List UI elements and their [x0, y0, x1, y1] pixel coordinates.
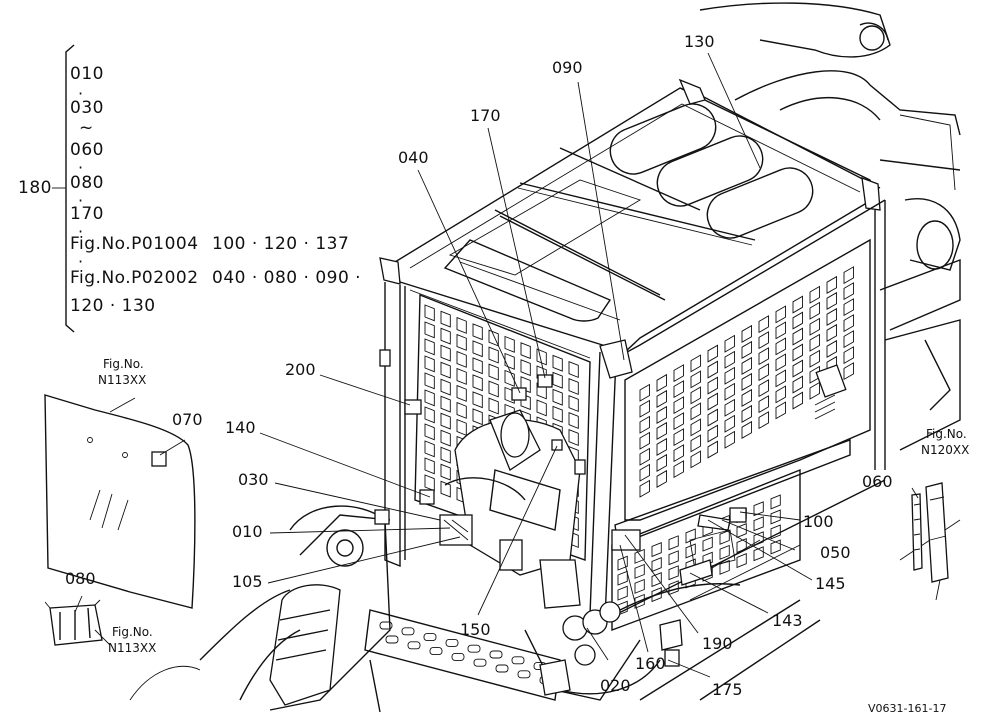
callout-070: 070	[172, 410, 203, 429]
fig-ref-right-label: Fig.No.	[926, 427, 967, 441]
side-mesh-screen	[611, 238, 871, 632]
fig-ref-right-number: N120XX	[921, 443, 970, 457]
callout-190: 190	[702, 634, 733, 653]
callout-020: 020	[600, 676, 631, 695]
callout-145: 145	[815, 574, 846, 593]
callout-010: 010	[232, 522, 263, 541]
callout-130: 130	[684, 32, 715, 51]
legend-separator: ·	[78, 191, 84, 210]
callout-090: 090	[552, 58, 583, 77]
fig-ref-glass-number: N113XX	[98, 373, 147, 387]
fig-ref-bracket-number: N113XX	[108, 641, 157, 655]
cab-frame	[384, 199, 886, 621]
callout-105: 105	[232, 572, 263, 591]
callout-040: 040	[398, 148, 429, 167]
callout-060: 060	[862, 472, 893, 491]
legend-item-080: 080	[70, 173, 104, 193]
boom-arm	[699, 2, 961, 451]
part-060	[911, 482, 949, 601]
legend-item-030: 030	[70, 98, 104, 118]
legend-group-label: 180	[18, 178, 52, 198]
legend-range-tilde: ~	[79, 118, 94, 138]
chassis	[129, 505, 961, 713]
callout-030: 030	[238, 470, 269, 489]
operator-seat	[444, 409, 581, 609]
cab-roof	[379, 78, 881, 353]
callout-100: 100	[803, 512, 834, 531]
callout-143: 143	[772, 611, 803, 630]
fig-ref-glass-label: Fig.No.	[103, 357, 144, 371]
legend-separator: ·	[78, 222, 84, 241]
callout-200: 200	[285, 360, 316, 379]
callout-160: 160	[635, 654, 666, 673]
legend-ref2-fig: Fig.No.P02002	[70, 268, 199, 288]
legend-separator: ·	[78, 158, 84, 177]
callout-150: 150	[460, 620, 491, 639]
drawing-code: V0631-161-17	[868, 702, 947, 715]
legend-bracket	[52, 44, 75, 333]
legend-item-010: 010	[70, 64, 104, 84]
legend-ref1-parts: 100 · 120 · 137	[212, 234, 350, 254]
callout-080: 080	[65, 569, 96, 588]
legend-ref2-parts-cont: 120 · 130	[70, 296, 156, 316]
callout-140: 140	[225, 418, 256, 437]
callout-175: 175	[712, 680, 743, 699]
legend-separator: ·	[78, 84, 84, 103]
callout-170: 170	[470, 106, 501, 125]
legend-ref2-parts: 040 · 080 · 090 ·	[212, 268, 362, 288]
legend-separator: ·	[78, 252, 84, 271]
legend-item-170: 170	[70, 204, 104, 224]
legend-item-060: 060	[70, 140, 104, 160]
leader-lines	[74, 52, 919, 678]
legend-ref1-fig: Fig.No.P01004	[70, 234, 199, 254]
bracket-080	[44, 599, 103, 646]
glass-panel	[44, 394, 196, 609]
fig-ref-bracket-label: Fig.No.	[112, 625, 153, 639]
callout-050: 050	[820, 543, 851, 562]
